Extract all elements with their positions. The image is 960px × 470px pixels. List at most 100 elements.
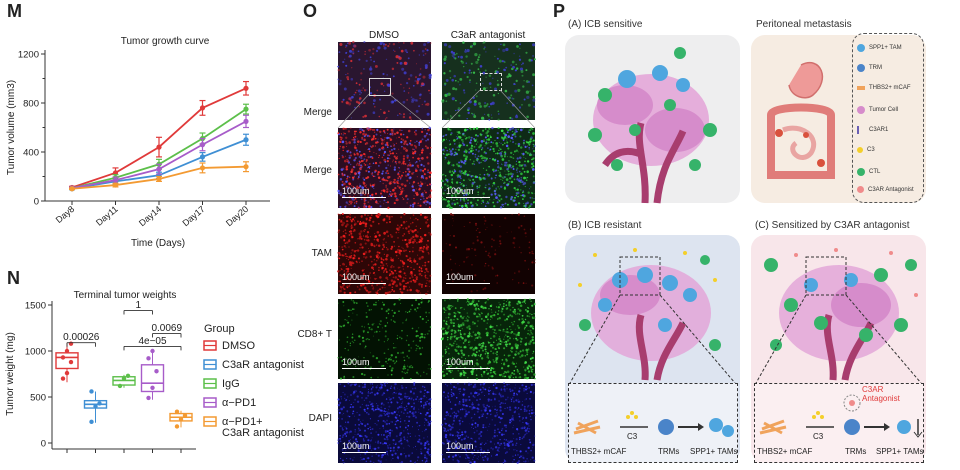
legend-key-box bbox=[852, 33, 924, 203]
legend-label: α−PD1 bbox=[222, 397, 256, 409]
micro-dmso-merge: 100um bbox=[337, 126, 433, 209]
data-point bbox=[112, 182, 119, 188]
significance-label: 4e−05 bbox=[138, 336, 167, 347]
panel-label-m: M bbox=[7, 1, 22, 21]
panel-label-p: P bbox=[553, 1, 566, 21]
panel-b-flow-end: SPP1+ TAMs bbox=[690, 447, 738, 456]
zoom-box-c3ar bbox=[480, 73, 502, 91]
gut-illustration bbox=[767, 62, 835, 179]
key-c3ar1: C3AR1 bbox=[857, 126, 888, 134]
y-tick-label: 1000 bbox=[25, 347, 46, 358]
x-axis-title: Time (Days) bbox=[131, 238, 185, 249]
panel-b-flow-mid: TRMs bbox=[658, 447, 680, 456]
panel-b-flow-signal: C3 bbox=[627, 432, 638, 441]
fluorescence-texture bbox=[442, 213, 536, 293]
micro-dmso-dapi: 100um bbox=[337, 382, 432, 464]
data-point bbox=[150, 385, 155, 390]
legend-label: C3aR antagonist bbox=[222, 359, 304, 371]
x-tick-label: Day20 bbox=[224, 204, 250, 228]
y-tick-label: 400 bbox=[23, 148, 39, 159]
fluorescence-texture bbox=[337, 382, 432, 464]
panel-label-o: O bbox=[303, 1, 318, 21]
data-point bbox=[199, 154, 206, 160]
key-ctl: CTL bbox=[857, 168, 880, 176]
key-spp1-tam: SPP1+ TAM bbox=[857, 44, 902, 52]
data-point bbox=[121, 376, 127, 381]
key-c3ar-antagonist: C3AR Antagonist bbox=[857, 186, 923, 193]
data-point bbox=[89, 389, 94, 394]
tumor-weight-boxplot: Terminal tumor weights050010001500Tumor … bbox=[5, 290, 304, 453]
row-label-merge-overview: Merge bbox=[303, 107, 332, 118]
data-point bbox=[64, 348, 70, 354]
panel-b-title: (B) ICB resistant bbox=[568, 220, 642, 231]
legend-title: Group bbox=[204, 323, 235, 335]
data-point bbox=[69, 186, 75, 192]
fluorescence-texture bbox=[337, 126, 433, 209]
zoom-box-dmso bbox=[369, 78, 391, 96]
data-point bbox=[125, 373, 131, 379]
micro-dmso-merge-overview bbox=[337, 40, 432, 120]
panel-c-flow-end: SPP1+ TAMs bbox=[876, 447, 924, 456]
x-tick-label: Day8 bbox=[54, 204, 77, 225]
data-point bbox=[68, 359, 74, 365]
data-point bbox=[243, 137, 249, 143]
key-trm: TRM bbox=[857, 64, 882, 72]
tumor-illustration-c bbox=[755, 248, 922, 384]
legend-label: C3aR antagonist bbox=[222, 427, 304, 439]
panel-c-title: (C) Sensitized by C3AR antagonist bbox=[755, 220, 910, 231]
data-point bbox=[182, 413, 188, 418]
data-point bbox=[178, 416, 184, 422]
legend-label: α−PD1+ bbox=[222, 416, 263, 428]
data-point bbox=[89, 419, 94, 425]
fluorescence-texture bbox=[337, 40, 432, 120]
y-tick-label: 1200 bbox=[18, 50, 39, 61]
micro-c3ar-merge-overview bbox=[441, 41, 536, 121]
data-point bbox=[112, 177, 119, 183]
column-label-dmso: DMSO bbox=[369, 30, 399, 41]
data-point bbox=[174, 409, 180, 414]
micro-dmso-cd8: 100um bbox=[337, 298, 432, 380]
y-axis-title: Tumor weight (mg) bbox=[5, 332, 16, 416]
scale-bar: 100um bbox=[342, 186, 386, 199]
column-label-c3ar: C3aR antagonist bbox=[450, 30, 526, 41]
panel-a-title: (A) ICB sensitive bbox=[568, 19, 643, 30]
row-label-cd8: CD8+ T bbox=[297, 329, 332, 340]
tumor-illustration-a bbox=[588, 47, 717, 204]
y-tick-label: 1500 bbox=[25, 301, 46, 312]
panel-c-flow-signal: C3 bbox=[813, 432, 824, 441]
data-point bbox=[243, 106, 249, 112]
y-tick-label: 500 bbox=[30, 393, 46, 404]
data-point bbox=[97, 401, 102, 406]
panel-label-n: N bbox=[7, 268, 20, 288]
data-point bbox=[156, 144, 162, 150]
key-c3: C3 bbox=[857, 147, 875, 153]
data-point bbox=[199, 165, 206, 171]
data-point bbox=[154, 369, 159, 374]
panel-b-flow-icons bbox=[573, 411, 734, 437]
data-point bbox=[199, 105, 206, 111]
fluorescence-texture bbox=[441, 126, 536, 210]
y-tick-label: 0 bbox=[34, 197, 39, 208]
key-thbs2-mcaf: THBS2+ mCAF bbox=[857, 85, 911, 91]
micro-c3ar-dapi: 100um bbox=[441, 382, 536, 465]
scale-bar: 100um bbox=[446, 272, 490, 285]
scale-bar: 100um bbox=[342, 441, 386, 454]
chart-title: Terminal tumor weights bbox=[74, 290, 177, 301]
panel-c-drug-label: C3AR Antagonist bbox=[862, 385, 900, 403]
scale-bar: 100um bbox=[446, 186, 490, 199]
micro-c3ar-cd8: 100um bbox=[440, 298, 536, 380]
data-point bbox=[60, 355, 66, 360]
legend-label: IgG bbox=[222, 378, 240, 390]
data-point bbox=[243, 164, 249, 170]
data-point bbox=[150, 348, 155, 354]
zoom-connectors bbox=[337, 89, 536, 129]
data-point bbox=[199, 142, 206, 148]
scale-bar: 100um bbox=[446, 441, 490, 454]
significance-label: 0.00026 bbox=[63, 332, 100, 343]
data-point bbox=[174, 424, 180, 429]
data-point bbox=[64, 370, 70, 376]
micro-c3ar-merge: 100um bbox=[441, 126, 536, 210]
peritoneal-title: Peritoneal metastasis bbox=[756, 19, 852, 30]
micro-dmso-tam: 100um bbox=[337, 212, 432, 295]
scale-bar: 100um bbox=[342, 272, 386, 285]
